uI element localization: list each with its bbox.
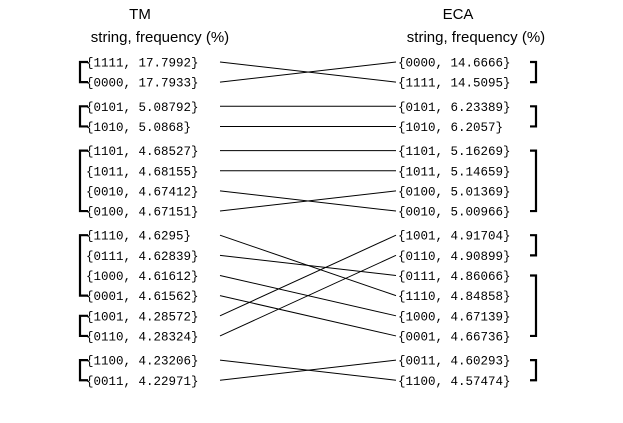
eca-entry: {0001, 4.66736} [398, 330, 511, 344]
tm-group-bracket [78, 105, 88, 128]
connector-0111 [219, 254, 397, 276]
connector-lines [219, 61, 397, 381]
eca-group-bracket [530, 60, 538, 84]
eca-group-bracket [530, 234, 538, 257]
tm-entry: {0101, 5.08792} [86, 101, 199, 115]
left-subtitle: string, frequency (%) [91, 29, 229, 46]
eca-entry: {1000, 4.67139} [398, 310, 511, 324]
tm-group-bracket [78, 60, 88, 84]
tm-entry: {1000, 4.61612} [86, 270, 199, 284]
eca-entry: {1111, 14.5095} [398, 77, 511, 91]
tm-entry: {1001, 4.28572} [86, 310, 199, 324]
group-brackets [78, 60, 538, 382]
tm-entry: {1110, 4.6295} [86, 230, 191, 244]
tm-group-bracket [78, 359, 88, 382]
right-title: ECA [443, 6, 474, 23]
tm-column: {1111, 17.7992} {0000, 17.7933} {0101, 5.0… [86, 57, 199, 389]
eca-entry: {0100, 5.01369} [398, 185, 511, 199]
right-subtitle: string, frequency (%) [407, 29, 545, 46]
tm-entry: {1100, 4.23206} [86, 355, 199, 369]
eca-entry: {1100, 4.57474} [398, 375, 511, 389]
tm-entry: {0100, 4.67151} [86, 206, 199, 220]
eca-group-bracket [530, 359, 538, 382]
tm-entry: {0000, 17.7933} [86, 77, 199, 91]
eca-entry: {0111, 4.86066} [398, 270, 511, 284]
tm-entry: {0001, 4.61562} [86, 290, 199, 304]
eca-entry: {0000, 14.6666} [398, 57, 511, 71]
eca-entry: {0010, 5.00966} [398, 206, 511, 220]
eca-entry: {0110, 4.90899} [398, 250, 511, 264]
left-title: TM [129, 6, 151, 23]
connector-0011 [219, 359, 397, 381]
tm-entry: {0010, 4.67412} [86, 185, 199, 199]
tm-entry: {1111, 17.7992} [86, 57, 199, 71]
tm-group-bracket [78, 234, 88, 297]
tm-group-bracket [78, 314, 88, 338]
connector-0001 [219, 295, 397, 337]
eca-entry: {1101, 5.16269} [398, 145, 511, 159]
tm-entry: {1101, 4.68527} [86, 145, 199, 159]
tm-entry: {0110, 4.28324} [86, 330, 199, 344]
connector-1001 [219, 234, 397, 317]
tm-entry: {1010, 5.0868} [86, 121, 191, 135]
eca-entry: {1001, 4.91704} [398, 230, 511, 244]
eca-entry: {1011, 5.14659} [398, 165, 511, 179]
tm-entry: {0011, 4.22971} [86, 375, 199, 389]
eca-group-bracket [530, 105, 538, 128]
connector-0110 [219, 254, 397, 337]
eca-group-bracket [530, 274, 538, 338]
eca-group-bracket [530, 149, 538, 213]
connector-0000 [219, 61, 397, 83]
eca-entry: {0101, 6.23389} [398, 101, 511, 115]
tm-entry: {1011, 4.68155} [86, 165, 199, 179]
connector-0100 [219, 190, 397, 212]
eca-entry: {1110, 4.84858} [398, 290, 511, 304]
tm-entry: {0111, 4.62839} [86, 250, 199, 264]
eca-entry: {1010, 6.2057} [398, 121, 503, 135]
tm-group-bracket [78, 149, 88, 213]
eca-entry: {0011, 4.60293} [398, 355, 511, 369]
eca-column: {0000, 14.6666} {1111, 14.5095} {0101, 6.2… [398, 57, 511, 389]
